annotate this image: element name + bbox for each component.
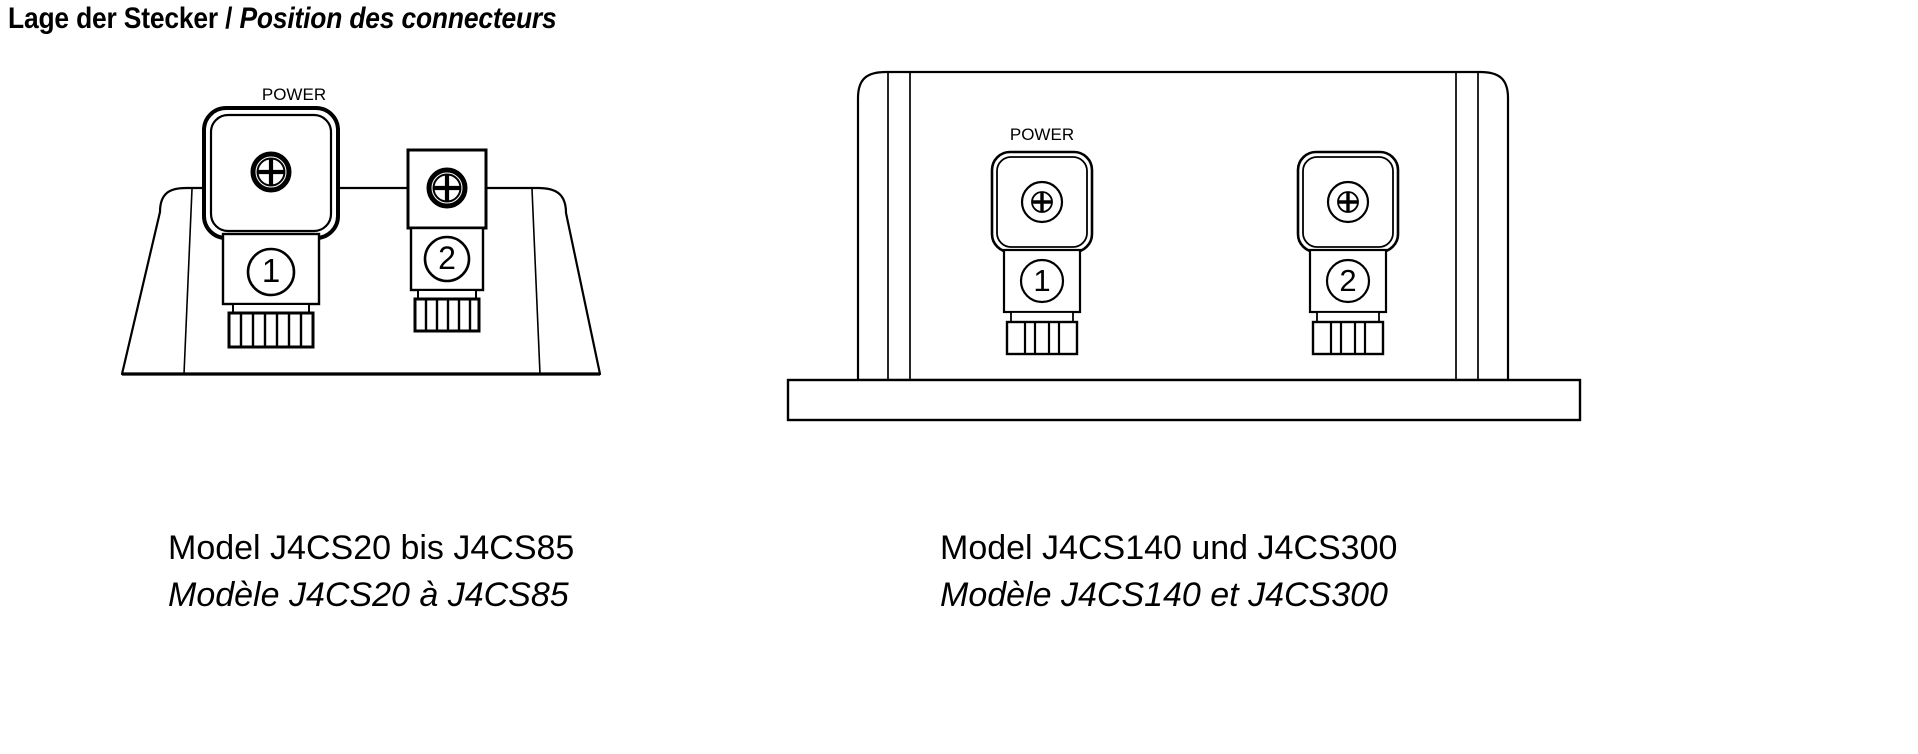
connector-1-collar [1010,311,1074,323]
caption-left-french: Modèle J4CS20 à J4CS85 [168,576,569,614]
page-title-separator: / [225,2,233,35]
left-connector-1[interactable]: 1 [202,106,340,349]
connector-1-badge-text: 1 [1033,263,1050,298]
caption-left-device: Model J4CS20 bis J4CS85 Modèle J4CS20 à … [168,525,574,619]
connector-2-badge-text: 2 [438,240,456,276]
right-connector-1[interactable]: 1 [990,150,1094,356]
left-connector-2[interactable]: 2 [406,148,488,333]
figure-left-device: POWER 1 [100,60,720,520]
connector-1-cable-gland [227,311,315,349]
enclosure-outline-right [786,70,1582,422]
connector-1-badge: 1 [1019,258,1065,304]
connector-1-badge: 1 [246,247,296,297]
connector-1-cable-gland [1005,320,1079,356]
phillips-screw-icon [1020,180,1064,224]
connector-2-badge: 2 [423,235,471,283]
page-title: Lage der Stecker / Position des connecte… [8,2,557,36]
connector-2-cable-gland [1311,320,1385,356]
captions-area: Model J4CS20 bis J4CS85 Modèle J4CS20 à … [0,525,1918,754]
figure-right-device: POWER 1 [780,60,1910,520]
connector-2-badge-text: 2 [1339,263,1356,298]
page-title-french: Position des connecteurs [239,2,557,35]
caption-right-german: Model J4CS140 und J4CS300 [940,529,1398,567]
connector-2-badge: 2 [1325,258,1371,304]
phillips-screw-icon [1326,180,1370,224]
enclosure-base-plinth [786,378,1582,422]
connector-2-cable-gland [413,297,481,333]
power-label-left-text: POWER [262,85,326,104]
page-title-german: Lage der Stecker [8,2,218,35]
power-label-right-text: POWER [1010,125,1074,144]
phillips-screw-icon [250,151,292,193]
caption-left-german: Model J4CS20 bis J4CS85 [168,529,575,567]
right-connector-2[interactable]: 2 [1296,150,1400,356]
connector-1-badge-text: 1 [262,252,280,289]
power-label-left: POWER [262,85,326,104]
connector-2-collar [1316,311,1380,323]
enclosure-outline-left [120,186,602,376]
phillips-screw-icon [426,167,468,209]
power-label-right: POWER [1010,125,1074,144]
figures-area: POWER 1 [0,60,1918,600]
caption-right-device: Model J4CS140 und J4CS300 Modèle J4CS140… [940,525,1397,619]
caption-right-french: Modèle J4CS140 et J4CS300 [940,576,1388,614]
